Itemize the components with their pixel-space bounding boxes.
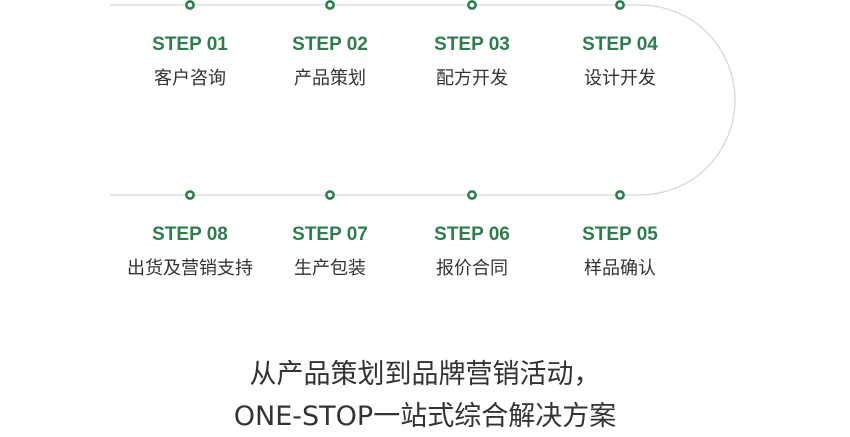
step-06-name: 报价合同 xyxy=(436,258,508,279)
step-05-node xyxy=(615,190,625,200)
tagline-line-1: 从产品策划到品牌营销活动， xyxy=(249,359,601,390)
flow-line xyxy=(110,4,736,196)
step-02: STEP 02 产品策划 xyxy=(250,33,410,91)
step-01-node xyxy=(185,0,195,10)
step-05-label: STEP 05 xyxy=(582,224,658,245)
step-01-name: 客户咨询 xyxy=(154,68,226,89)
step-06-label: STEP 06 xyxy=(434,224,510,245)
step-02-label: STEP 02 xyxy=(292,34,368,55)
step-04-name: 设计开发 xyxy=(584,68,656,89)
step-06: STEP 06 报价合同 xyxy=(392,223,552,281)
step-08: STEP 08 出货及营销支持 xyxy=(110,223,270,281)
step-03-name: 配方开发 xyxy=(436,68,508,89)
step-05-name: 样品确认 xyxy=(584,258,656,279)
step-06-node xyxy=(467,190,477,200)
step-07-node xyxy=(325,190,335,200)
step-04: STEP 04 设计开发 xyxy=(540,33,700,91)
step-02-node xyxy=(325,0,335,10)
step-03: STEP 03 配方开发 xyxy=(392,33,552,91)
step-07-name: 生产包装 xyxy=(294,258,366,279)
step-03-label: STEP 03 xyxy=(434,34,510,55)
step-01: STEP 01 客户咨询 xyxy=(110,33,270,91)
step-04-node xyxy=(615,0,625,10)
step-05: STEP 05 样品确认 xyxy=(540,223,700,281)
step-02-name: 产品策划 xyxy=(294,68,366,89)
step-08-node xyxy=(185,190,195,200)
step-01-label: STEP 01 xyxy=(152,34,228,55)
step-04-label: STEP 04 xyxy=(582,34,658,55)
step-08-name: 出货及营销支持 xyxy=(127,258,253,279)
step-03-node xyxy=(467,0,477,10)
step-07: STEP 07 生产包装 xyxy=(250,223,410,281)
tagline-line-2: ONE-STOP一站式综合解决方案 xyxy=(233,401,617,432)
step-07-label: STEP 07 xyxy=(292,224,368,245)
step-08-label: STEP 08 xyxy=(152,224,228,245)
